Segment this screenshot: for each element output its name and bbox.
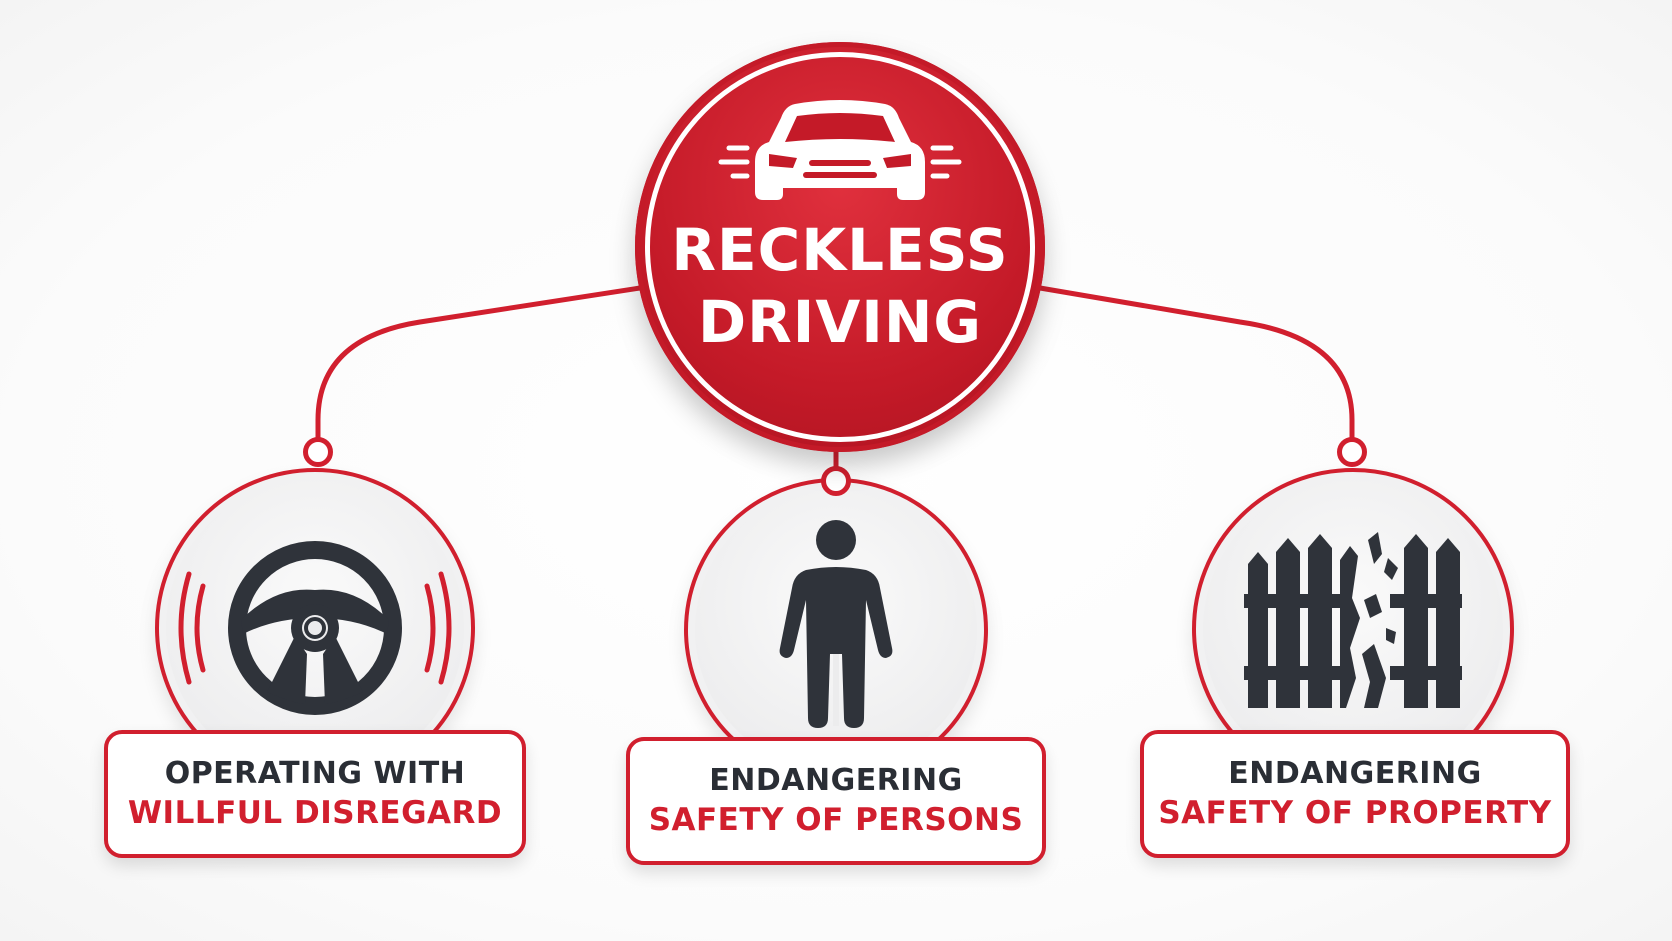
label-card-safety-persons: ENDANGERING SAFETY OF PERSONS [626,737,1046,865]
broken-fence-icon [1244,532,1462,708]
steering-wheel-icon [178,541,452,715]
center-title: RECKLESS DRIVING [635,214,1045,358]
car-speeding-icon [718,100,962,200]
center-title-line2: DRIVING [697,288,982,356]
center-title-line1: RECKLESS [671,216,1009,284]
label-line2: SAFETY OF PROPERTY [1158,795,1552,831]
connector-dot-left [303,437,333,467]
connector-left [315,285,641,450]
connector-right [1039,285,1355,450]
connector-dot-middle [821,466,851,496]
person-icon [779,520,893,728]
label-card-safety-property: ENDANGERING SAFETY OF PROPERTY [1140,730,1570,858]
label-line1: OPERATING WITH [164,756,466,791]
label-line2: WILLFUL DISREGARD [127,795,503,831]
label-line1: ENDANGERING [1228,756,1482,791]
center-node-reckless-driving: RECKLESS DRIVING [635,42,1045,452]
branch-circle-willful-disregard [155,468,475,788]
label-card-willful-disregard: OPERATING WITH WILLFUL DISREGARD [104,730,526,858]
label-line2: SAFETY OF PERSONS [648,802,1024,838]
label-line1: ENDANGERING [709,763,963,798]
connector-dot-right [1337,437,1367,467]
branch-circle-safety-persons [684,478,988,782]
